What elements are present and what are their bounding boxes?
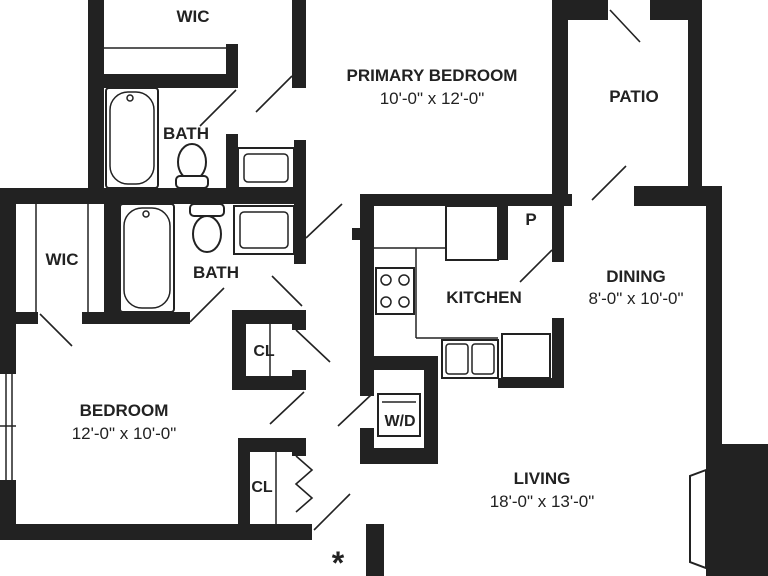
bathtub-lower	[119, 203, 175, 313]
room-label-bedroom: BEDROOM	[80, 401, 169, 420]
vanity-lower	[233, 205, 295, 255]
room-label-pantry: P	[525, 210, 536, 229]
room-label-closet-1: CL	[253, 343, 275, 360]
room-size-primary-bedroom: 10'-0" x 12'-0"	[380, 89, 485, 108]
door-swings	[39, 9, 641, 531]
room-label-wic-left: WIC	[45, 250, 78, 269]
room-label-wic-top: WIC	[176, 7, 209, 26]
room-size-living: 18'-0" x 13'-0"	[490, 492, 595, 511]
toilet-upper	[177, 143, 207, 181]
washer-dryer	[377, 393, 421, 437]
room-size-bedroom: 12'-0" x 10'-0"	[72, 424, 177, 443]
dishwasher	[501, 333, 551, 379]
room-label-bath-bottom: BATH	[193, 263, 239, 282]
fireplace	[689, 468, 707, 570]
room-label-primary-bedroom: PRIMARY BEDROOM	[347, 66, 518, 85]
bathtub-upper	[105, 87, 159, 189]
room-size-dining: 8'-0" x 10'-0"	[588, 289, 683, 308]
kitchen-sink	[441, 339, 499, 379]
room-label-patio: PATIO	[609, 87, 658, 106]
room-label-living: LIVING	[514, 469, 571, 488]
fixtures	[35, 47, 707, 570]
room-label-laundry: W/D	[384, 413, 415, 430]
room-label-kitchen: KITCHEN	[446, 288, 522, 307]
refrigerator	[445, 205, 499, 261]
room-label-closet-2: CL	[251, 479, 273, 496]
entry-marker: *	[332, 545, 345, 576]
room-label-bath-top: BATH	[163, 124, 209, 143]
stove	[375, 267, 415, 315]
room-label-dining: DINING	[606, 267, 666, 286]
toilet-lower	[192, 215, 222, 253]
windows	[0, 20, 568, 480]
room-labels: WIC WIC BATH BATH PRIMARY BEDROOM 10'-0"…	[45, 7, 683, 576]
